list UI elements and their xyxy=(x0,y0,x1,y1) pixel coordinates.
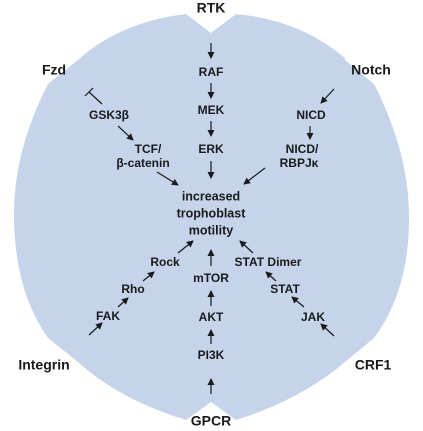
arrow-crf1-jak xyxy=(320,323,335,337)
receptor-notch: Notch xyxy=(351,62,391,78)
arrow-rho-rock xyxy=(142,271,155,282)
outcome-line1: increased xyxy=(182,189,240,203)
node-erk: ERK xyxy=(198,142,224,156)
outcome-line2: trophoblast xyxy=(177,206,247,220)
arrow-integrin-fak xyxy=(88,322,103,336)
receptor-fzd: Fzd xyxy=(42,62,66,78)
node-gsk3b: GSK3β xyxy=(89,108,129,122)
node-nicd-rbpj-line2: RBPJκ xyxy=(280,156,319,170)
arrow-stat-dimer xyxy=(265,271,277,282)
arrow-gsk3b-tcf xyxy=(117,125,134,141)
arrow-fak-rho xyxy=(117,297,129,308)
node-akt: AKT xyxy=(199,310,224,324)
node-raf: RAF xyxy=(199,65,224,79)
node-tcf-line2: β-catenin xyxy=(116,156,169,170)
receptor-integrin: Integrin xyxy=(18,357,69,373)
node-nicd: NICD xyxy=(296,108,326,122)
inhibit-bar xyxy=(84,87,94,97)
node-stat-dimer: STAT Dimer xyxy=(235,255,302,269)
node-fak: FAK xyxy=(96,309,120,323)
node-jak: JAK xyxy=(301,310,325,324)
arrow-rock-center xyxy=(177,240,194,254)
arrow-rbpj-center xyxy=(243,167,266,185)
arrow-dimer-center xyxy=(239,240,254,254)
node-mtor: mTOR xyxy=(193,271,229,285)
node-rho: Rho xyxy=(121,282,144,296)
inhibit-fzd-gsk3b xyxy=(88,91,103,105)
receptor-crf1: CRF1 xyxy=(355,357,392,373)
node-nicd-rbpj-line1: NICD/ xyxy=(286,142,319,156)
node-tcf-line1: TCF/ xyxy=(135,142,162,156)
node-stat: STAT xyxy=(270,282,300,296)
node-pi3k: PI3K xyxy=(198,348,225,362)
arrow-jak-stat xyxy=(291,296,305,308)
arrow-tcf-center xyxy=(156,171,179,186)
arrow-notch-nicd xyxy=(320,88,335,104)
cell-shape xyxy=(14,14,410,420)
node-rock: Rock xyxy=(150,255,180,269)
outcome-line3: motility xyxy=(189,223,233,237)
node-mek: MEK xyxy=(198,103,225,117)
receptor-gpcr: GPCR xyxy=(191,413,231,429)
receptor-rtk: RTK xyxy=(197,0,226,16)
